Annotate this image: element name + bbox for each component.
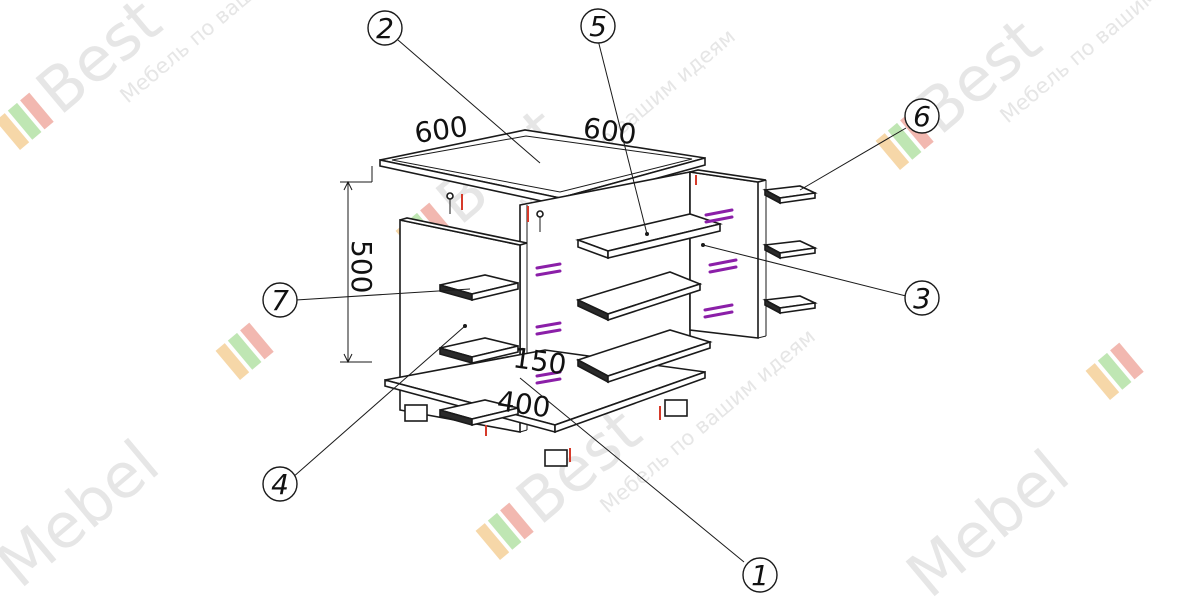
callout-leaders [291,39,907,563]
center-shelves [575,213,723,384]
screws [446,192,544,232]
watermark-logo: Best Мебель по вашим идеям [0,0,340,150]
callout-number: 6 [913,100,931,133]
watermark-brand: Mebel [893,436,1083,600]
callout-2: 2 [367,10,403,46]
watermark-logo [215,322,274,380]
callout-number: 3 [913,282,931,315]
watermark-logo: Mebel [0,426,172,600]
callout-7: 7 [262,282,298,318]
callout-number: 4 [271,468,289,501]
left-shelves [439,274,519,427]
callout-1: 1 [742,557,778,593]
callout-4: 4 [262,466,298,502]
dim-drawer-label: 150 [511,341,569,381]
callout-number: 1 [751,559,769,592]
dim-height-label: 500 [345,240,378,293]
cabinet-drawing [379,129,818,467]
dim-width-label: 600 [412,110,470,150]
dowels [535,208,738,385]
dim-bottom-label: 400 [495,384,553,424]
callout-3: 3 [904,280,940,316]
dimension-lines [340,166,373,364]
callout-number: 2 [376,12,394,45]
callout-number: 5 [589,10,607,43]
callout-number: 7 [271,284,289,317]
right-shelves [762,185,818,315]
watermark-logo: Mebel [893,436,1083,600]
watermark-brand: Mebel [0,426,172,600]
callout-6: 6 [904,98,940,134]
callout-5: 5 [580,8,616,44]
dim-depth-label: 600 [581,111,639,151]
watermark-logo [1085,342,1144,400]
red-markers [461,175,697,462]
dimension-labels: 600 600 500 150 400 [345,110,639,425]
cabinet-feet [404,399,688,467]
